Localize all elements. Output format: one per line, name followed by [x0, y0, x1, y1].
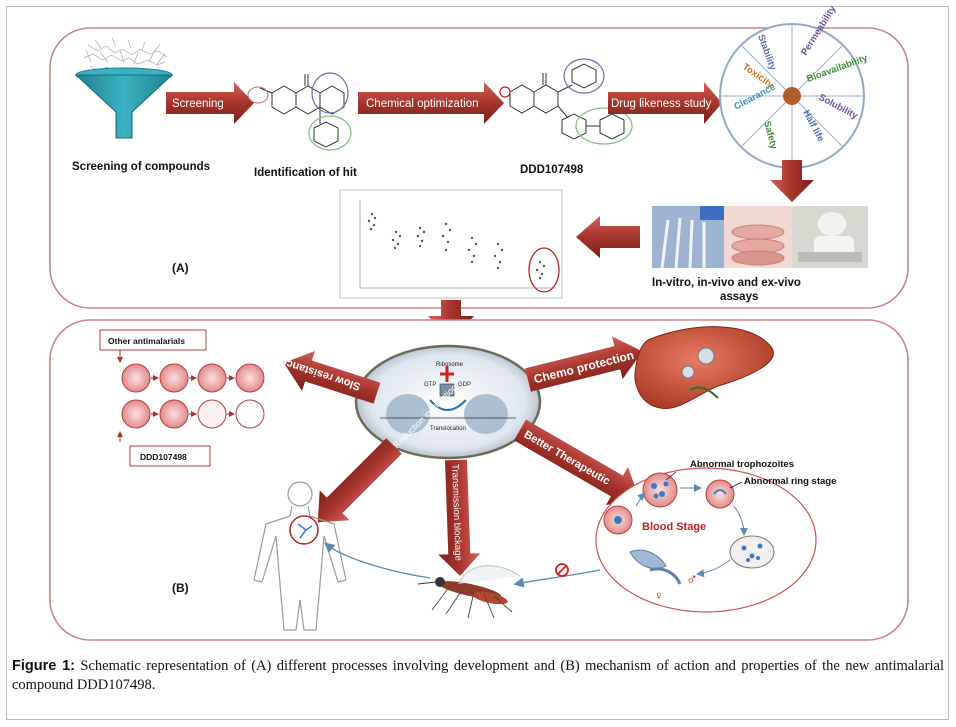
- mosquito-to-human-arrow: [324, 542, 431, 579]
- mosquito-illustration: [417, 565, 521, 619]
- svg-text:♂: ♂: [686, 571, 698, 588]
- gdp-label: GDP: [458, 382, 471, 388]
- funnel-icon: [74, 37, 174, 139]
- caption-prefix: Figure 1:: [12, 658, 76, 674]
- other-antimalarials-label: Other antimalarials: [108, 336, 185, 346]
- abnormal-ring-label: Abnormal ring stage: [744, 476, 836, 487]
- screening-arrow-label: Screening: [172, 98, 224, 110]
- caption-text: Schematic representation of (A) differen…: [12, 658, 945, 693]
- drug-likeness-arrow: Drug likeness study: [608, 82, 722, 124]
- screening-arrow: Screening: [166, 82, 254, 124]
- ddd-compound-label: DDD107498: [520, 164, 584, 176]
- left-arrow-to-chart: [576, 216, 640, 258]
- assays-label-line2: assays: [720, 291, 758, 303]
- figure-caption: Figure 1: Schematic representation of (A…: [12, 657, 944, 695]
- down-arrow-to-assays: [770, 160, 814, 202]
- ddd-molecule-structure: [499, 58, 633, 145]
- resistance-cells-diagram: Other antimalarials DDD107498: [99, 329, 265, 467]
- translocation-label: Translocation: [430, 426, 466, 432]
- drug-likeness-label: Drug likeness study: [611, 98, 712, 110]
- transmission-blockage-label: Transmission blockage: [449, 464, 463, 561]
- panel-a-label: (A): [172, 261, 189, 275]
- gtp-label: GTP: [424, 382, 436, 388]
- blood-stage-cycle: ♂ ♀ Blood Stage Abnormal trophozoites Ab…: [595, 459, 836, 613]
- abnormal-trophozoites-label: Abnormal trophozoites: [690, 459, 794, 470]
- liver-illustration: [634, 326, 774, 410]
- chemical-optimization-label: Chemical optimization: [366, 98, 479, 110]
- blocked-transmission-arrow: [513, 563, 601, 588]
- assay-photos: [652, 206, 868, 269]
- ribosome-oval: Ribosome GTP GDP Translocation: [354, 344, 542, 460]
- property-wheel: Permeability Solubility Half life Stabil…: [719, 3, 870, 169]
- assays-label-line1: In-vitro, in-vivo and ex-vivo: [652, 277, 801, 289]
- hit-molecule-structure: [247, 72, 352, 151]
- figure-frame: [6, 6, 949, 720]
- svg-text:♀: ♀: [654, 588, 664, 603]
- screening-compounds-label: Screening of compounds: [72, 161, 210, 173]
- panel-b-label: (B): [172, 581, 189, 595]
- blood-stage-label: Blood Stage: [642, 521, 706, 533]
- ribosome-title-label: Ribosome: [436, 362, 464, 368]
- human-body-illustration: [253, 481, 347, 631]
- identification-hit-label: Identification of hit: [254, 167, 357, 179]
- ddd-box-label: DDD107498: [140, 452, 187, 462]
- activity-scatter-chart: [339, 189, 563, 299]
- chemical-optimization-arrow: Chemical optimization: [358, 82, 504, 124]
- transmission-blockage-arrow: Transmission blockage: [438, 459, 481, 576]
